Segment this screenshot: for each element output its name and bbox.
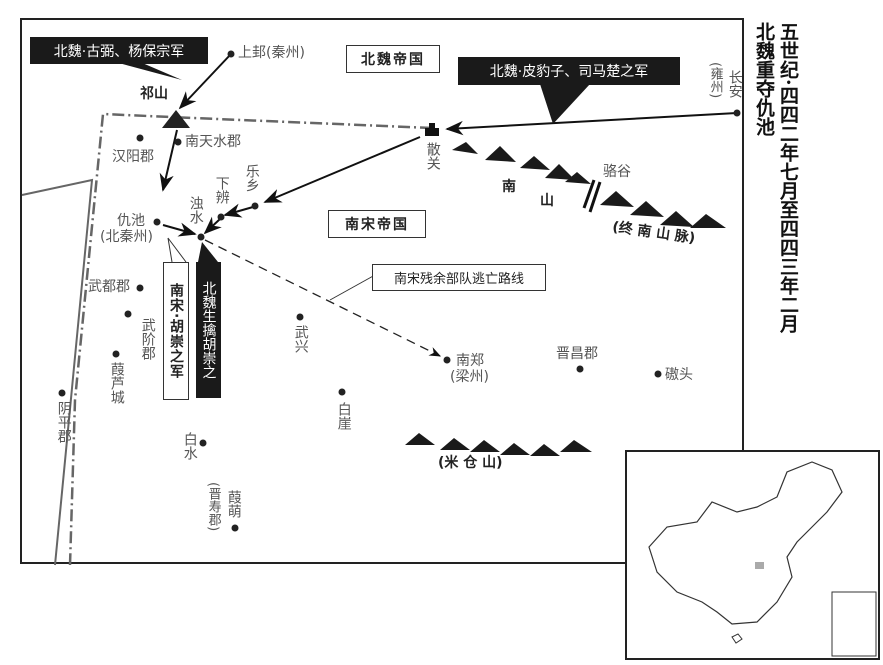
map-title-date: 五世纪·四四二年七月至四四三年二月 — [777, 22, 799, 333]
route-arrow — [159, 129, 178, 192]
place-zhuoshui: 浊水 — [187, 196, 204, 224]
place-lexiang: 乐乡 — [243, 164, 260, 192]
region-south-song: 南宋帝国 — [328, 210, 426, 238]
place-xiabian: 下辨 — [213, 176, 230, 204]
escape-route-label: 南宋残余部队逃亡路线 — [372, 264, 546, 291]
route-arrow — [223, 203, 254, 218]
place-wujie: 武阶郡 — [139, 318, 156, 360]
place-yinping: 阴平郡 — [55, 401, 72, 443]
mountain-nanshan-1: 南 — [502, 179, 516, 195]
place-jinchang: 晋昌郡 — [556, 346, 598, 362]
place-dots — [58, 50, 741, 532]
mountain-micang: (米 仓 山) — [438, 455, 503, 471]
place-qiuchi: 仇池 — [117, 213, 145, 229]
place-qishan: 祁山 — [140, 86, 168, 102]
callout-tail — [198, 242, 218, 262]
highlight-region — [755, 562, 764, 569]
mountain-nanshan-2: 山 — [540, 193, 554, 209]
place-shanggui: 上邽(秦州) — [238, 45, 305, 61]
inset-locator-map — [625, 450, 880, 660]
place-yongzhou: (雍州) — [707, 62, 723, 99]
luogu-valley — [582, 179, 602, 213]
place-baishui: 白水 — [181, 432, 198, 460]
province-boundary — [21, 178, 94, 566]
place-sanguan: 散关 — [424, 142, 441, 170]
place-hanyang: 汉阳郡 — [112, 149, 154, 165]
place-luogu: 骆谷 — [603, 164, 631, 180]
route-arrow — [445, 112, 738, 136]
escape-route — [204, 239, 442, 357]
place-wuxing: 武兴 — [292, 325, 309, 353]
callout-captured: 北魏生擒胡崇之 — [196, 262, 221, 398]
pass-icon — [425, 123, 439, 136]
place-nantianshui: 南天水郡 — [185, 134, 241, 150]
callout-tail — [115, 62, 182, 80]
callout-pibaozi: 北魏·皮豹子、司马楚之军 — [458, 57, 680, 85]
place-changan: 长安 — [726, 70, 743, 98]
callout-tail — [329, 274, 376, 301]
place-jialu: 葭芦城 — [108, 362, 125, 404]
qishan-mountain-icon — [162, 110, 190, 128]
place-jiameng: 葭萌 — [225, 490, 242, 518]
map-frame — [20, 18, 744, 564]
region-north-wei: 北魏帝国 — [346, 45, 440, 73]
place-nanzheng: 南郑 — [456, 353, 484, 369]
place-jinshou: (晋寿郡) — [205, 482, 221, 532]
place-aotou: 磝头 — [665, 367, 693, 383]
route-arrow — [178, 53, 232, 110]
map-title: 北魏重夺仇池 — [753, 22, 775, 136]
place-baiya: 白崖 — [335, 402, 352, 430]
route-arrow — [203, 216, 222, 235]
callout-tail — [167, 237, 187, 263]
nanshan-range — [452, 142, 726, 228]
micang-range — [405, 433, 592, 456]
callout-gubi: 北魏·古弼、杨保宗军 — [30, 37, 208, 64]
place-qiuchi-alt: (北秦州) — [100, 229, 153, 245]
china-outline — [648, 461, 877, 657]
route-arrow — [263, 136, 421, 203]
callout-tail — [540, 84, 590, 124]
empire-boundary — [68, 112, 433, 566]
south-sea-inset — [831, 591, 877, 657]
route-arrow — [162, 222, 197, 237]
callout-huchongzhi: 南宋·胡崇之军 — [163, 262, 189, 400]
place-wudu: 武都郡 — [88, 279, 130, 295]
place-liangzhou: (梁州) — [450, 369, 489, 385]
